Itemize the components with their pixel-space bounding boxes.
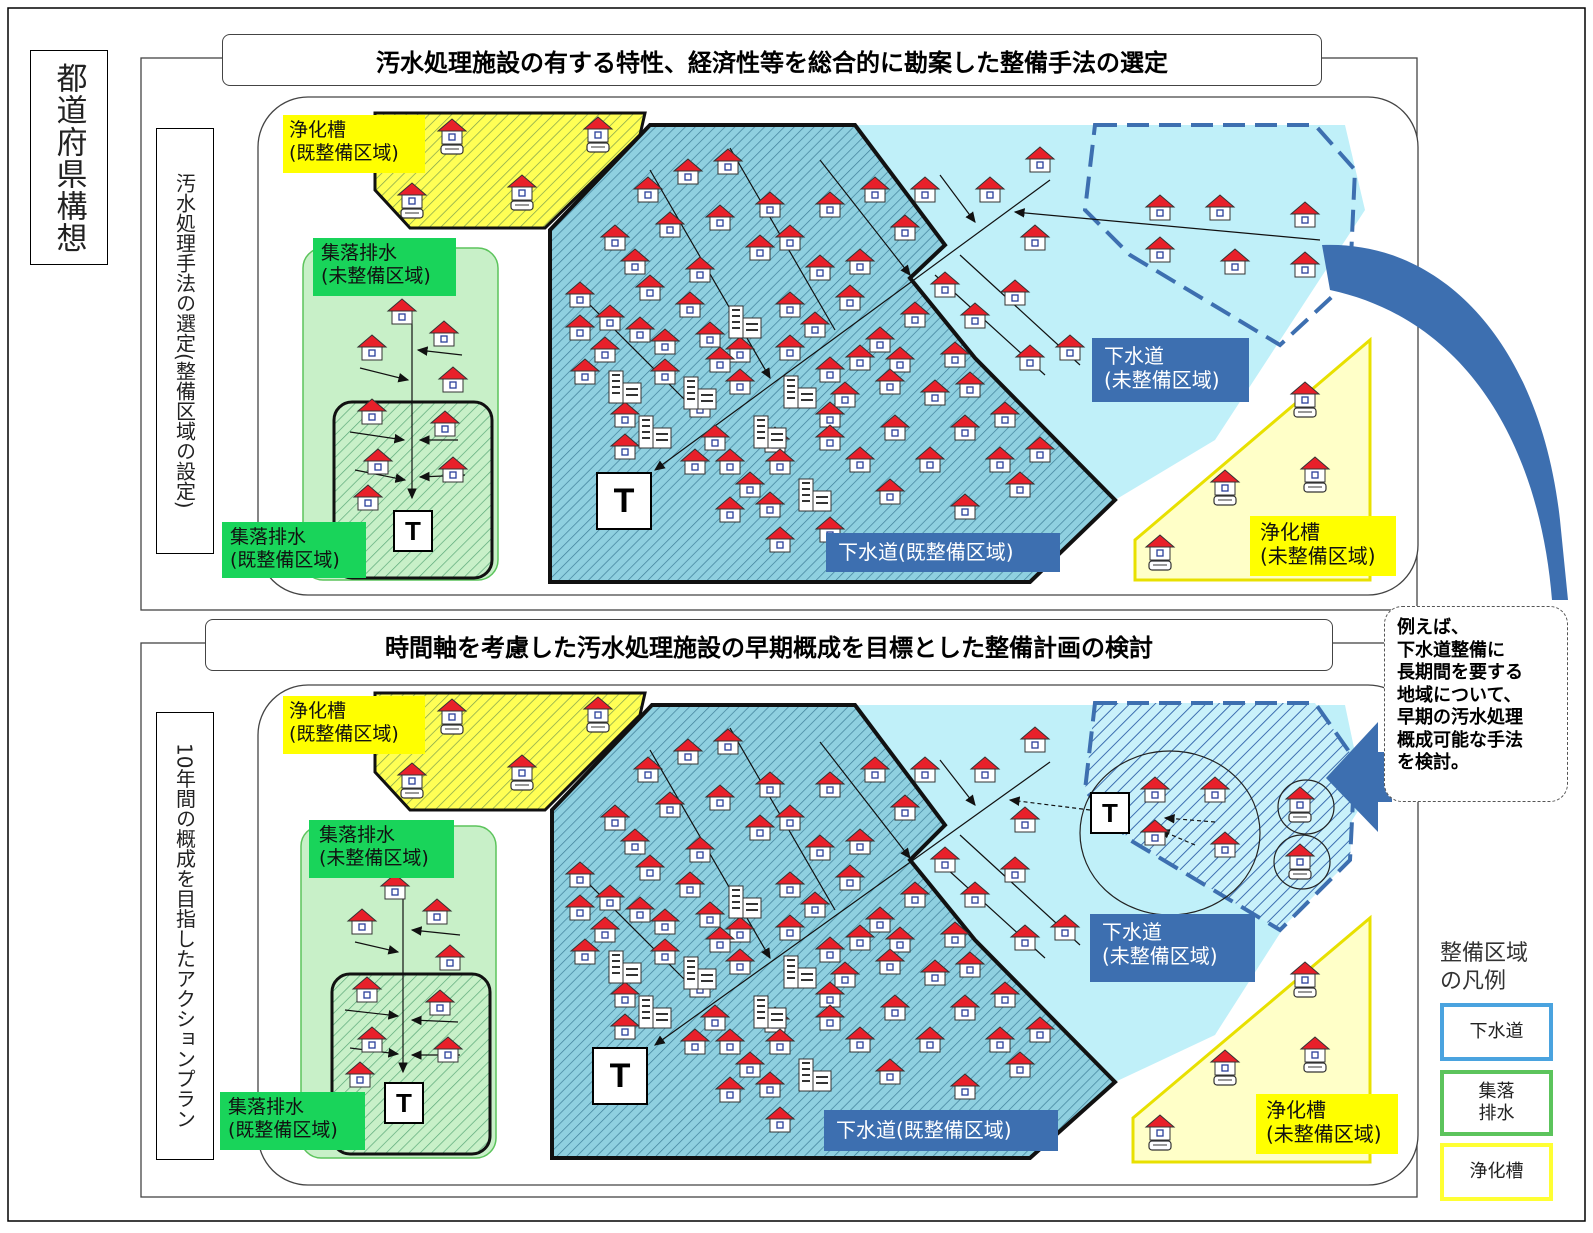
- legend-village: 集落 排水: [1440, 1070, 1553, 1136]
- label-sewer-existing: 下水道(既整備区域): [826, 533, 1060, 572]
- label-village-existing-2: 集落排水 (既整備区域): [220, 1092, 365, 1150]
- prefecture-plan-text: 都道府県構想: [50, 61, 87, 254]
- callout-note: 例えば、 下水道整備に 長期間を要する 地域について、 早期の汚水処理 概成可能…: [1384, 606, 1568, 802]
- section1-title: 汚水処理施設の有する特性、経済性等を総合的に勘案した整備手法の選定: [222, 34, 1322, 86]
- section1-diagram: [140, 57, 1568, 611]
- block-arrow: [1326, 722, 1392, 832]
- treatment-plant-sewer-2: T: [592, 1047, 648, 1105]
- label-sewer-existing-2: 下水道(既整備区域): [824, 1110, 1058, 1151]
- sewer-future-area: [1082, 123, 1358, 348]
- treatment-plant-sewer-1: T: [596, 472, 652, 530]
- label-village-unplanned: 集落排水 (未整備区域): [313, 238, 456, 296]
- legend-sewer: 下水道: [1440, 1003, 1553, 1061]
- treatment-plant-village-1: T: [393, 510, 433, 552]
- section1-side-text: 汚水処理手法の選定(整備区域の設定): [172, 173, 197, 509]
- section1-side-label: 汚水処理手法の選定(整備区域の設定): [156, 128, 214, 554]
- legend-title: 整備区域 の凡例: [1440, 941, 1529, 994]
- treatment-plant-local-2: T: [1090, 792, 1130, 834]
- section2-side-label: 10年間の概成を目指したアクションプラン: [156, 712, 214, 1160]
- label-septic-unplanned: 浄化槽 (未整備区域): [1250, 516, 1396, 576]
- label-sewer-unplanned-2: 下水道 (未整備区域): [1090, 914, 1255, 982]
- legend-septic: 浄化槽: [1440, 1143, 1553, 1201]
- section2-side-text: 10年間の概成を目指したアクションプラン: [172, 743, 197, 1129]
- curved-arrow: [1322, 244, 1568, 600]
- treatment-plant-village-2: T: [384, 1082, 424, 1124]
- label-sewer-unplanned: 下水道 (未整備区域): [1092, 338, 1249, 402]
- village-existing-area-2: [330, 972, 492, 1156]
- label-septic-existing-2: 浄化槽 (既整備区域): [283, 696, 425, 754]
- label-village-unplanned-2: 集落排水 (未整備区域): [309, 820, 454, 878]
- label-septic-unplanned-2: 浄化槽 (未整備区域): [1256, 1094, 1398, 1154]
- prefecture-plan-label: 都道府県構想: [30, 50, 108, 265]
- sewer-unplanned-area: [855, 125, 1365, 500]
- label-septic-existing: 浄化槽 (既整備区域): [283, 115, 425, 173]
- label-village-existing: 集落排水 (既整備区域): [222, 522, 366, 578]
- section2-title: 時間軸を考慮した汚水処理施設の早期概成を目標とした整備計画の検討: [205, 619, 1333, 671]
